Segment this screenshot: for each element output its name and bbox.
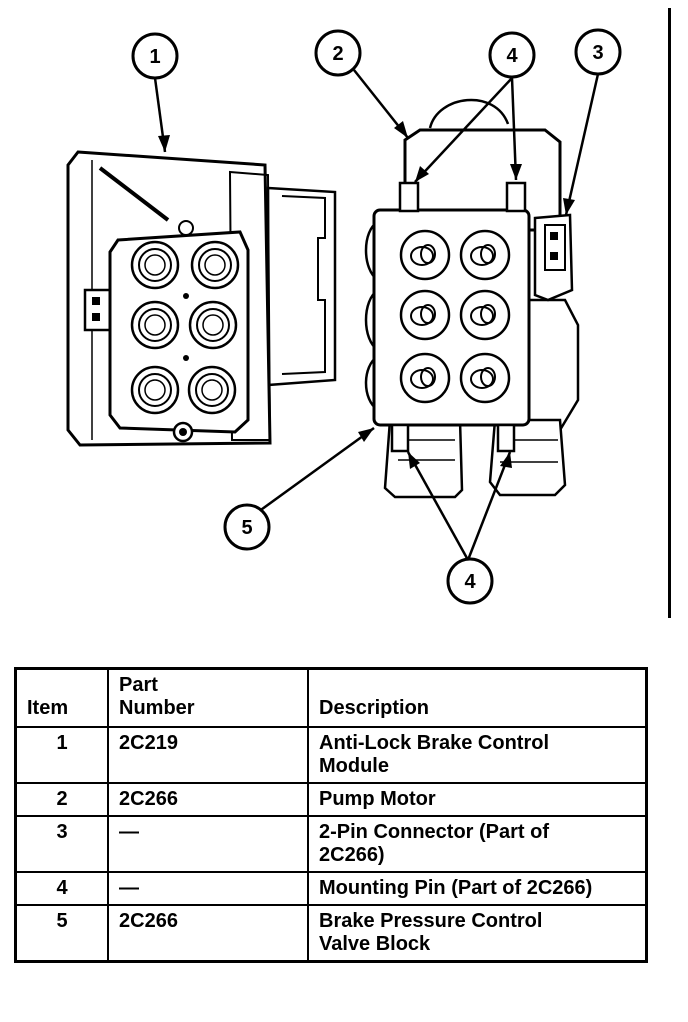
header-part-number: Part Number — [107, 667, 309, 728]
row-item: 4 — [14, 871, 109, 906]
row-item: 1 — [14, 726, 109, 784]
callout-4-bottom: 4 — [446, 557, 494, 605]
svg-text:3: 3 — [592, 42, 603, 64]
table-row: 3 — 2-Pin Connector (Part of 2C266) — [14, 815, 648, 873]
row-part-number: — — [107, 871, 309, 906]
row-description-line: Mounting Pin (Part of 2C266) — [319, 877, 593, 899]
svg-text:5: 5 — [241, 517, 252, 539]
pump-valve-block-drawing — [364, 98, 580, 499]
row-item: 2 — [14, 782, 109, 817]
row-item: 5 — [14, 904, 109, 963]
vertical-rule — [668, 8, 671, 618]
header-description: Description — [307, 667, 648, 728]
abs-unit-diagram: 1 2 3 4 4 5 — [66, 28, 622, 605]
svg-text:1: 1 — [149, 46, 160, 68]
header-part-line1: Part — [119, 674, 158, 696]
row-description: Mounting Pin (Part of 2C266) — [307, 871, 648, 906]
header-item: Item — [14, 667, 109, 728]
row-description: Anti-Lock Brake Control Module — [307, 726, 648, 784]
svg-text:4: 4 — [464, 571, 476, 593]
row-part-number: 2C219 — [107, 726, 309, 784]
row-part-number: 2C266 — [107, 782, 309, 817]
parts-table: Item Part Number Description 1 2C219 Ant… — [14, 667, 648, 963]
callout-4-top: 4 — [488, 31, 536, 79]
callout-5: 5 — [223, 503, 271, 551]
table-row: 2 2C266 Pump Motor — [14, 782, 648, 817]
row-description: Brake Pressure Control Valve Block — [307, 904, 648, 963]
table-row: 5 2C266 Brake Pressure Control Valve Blo… — [14, 904, 648, 963]
row-description-line: Anti-Lock Brake Control — [319, 732, 550, 754]
control-module-drawing — [66, 150, 337, 447]
row-part-number: — — [107, 815, 309, 873]
row-description-line: Pump Motor — [319, 788, 436, 810]
table-row: 1 2C219 Anti-Lock Brake Control Module — [14, 726, 648, 784]
table-row: 4 — Mounting Pin (Part of 2C266) — [14, 871, 648, 906]
row-description-line: Brake Pressure Control — [319, 910, 543, 932]
callout-1: 1 — [131, 32, 179, 80]
row-description-line: 2C266) — [319, 844, 385, 866]
row-part-number: 2C266 — [107, 904, 309, 963]
row-description-line: Valve Block — [319, 933, 431, 955]
svg-text:4: 4 — [506, 45, 518, 67]
header-part-line2: Number — [119, 697, 195, 719]
row-description-line: 2-Pin Connector (Part of — [319, 821, 550, 843]
callout-3: 3 — [574, 28, 622, 76]
row-description: Pump Motor — [307, 782, 648, 817]
svg-text:2: 2 — [332, 43, 343, 65]
table-header-row: Item Part Number Description — [14, 667, 648, 728]
row-description-line: Module — [319, 755, 389, 777]
row-description: 2-Pin Connector (Part of 2C266) — [307, 815, 648, 873]
row-item: 3 — [14, 815, 109, 873]
callout-2: 2 — [314, 29, 362, 77]
arrowheads — [158, 121, 575, 469]
